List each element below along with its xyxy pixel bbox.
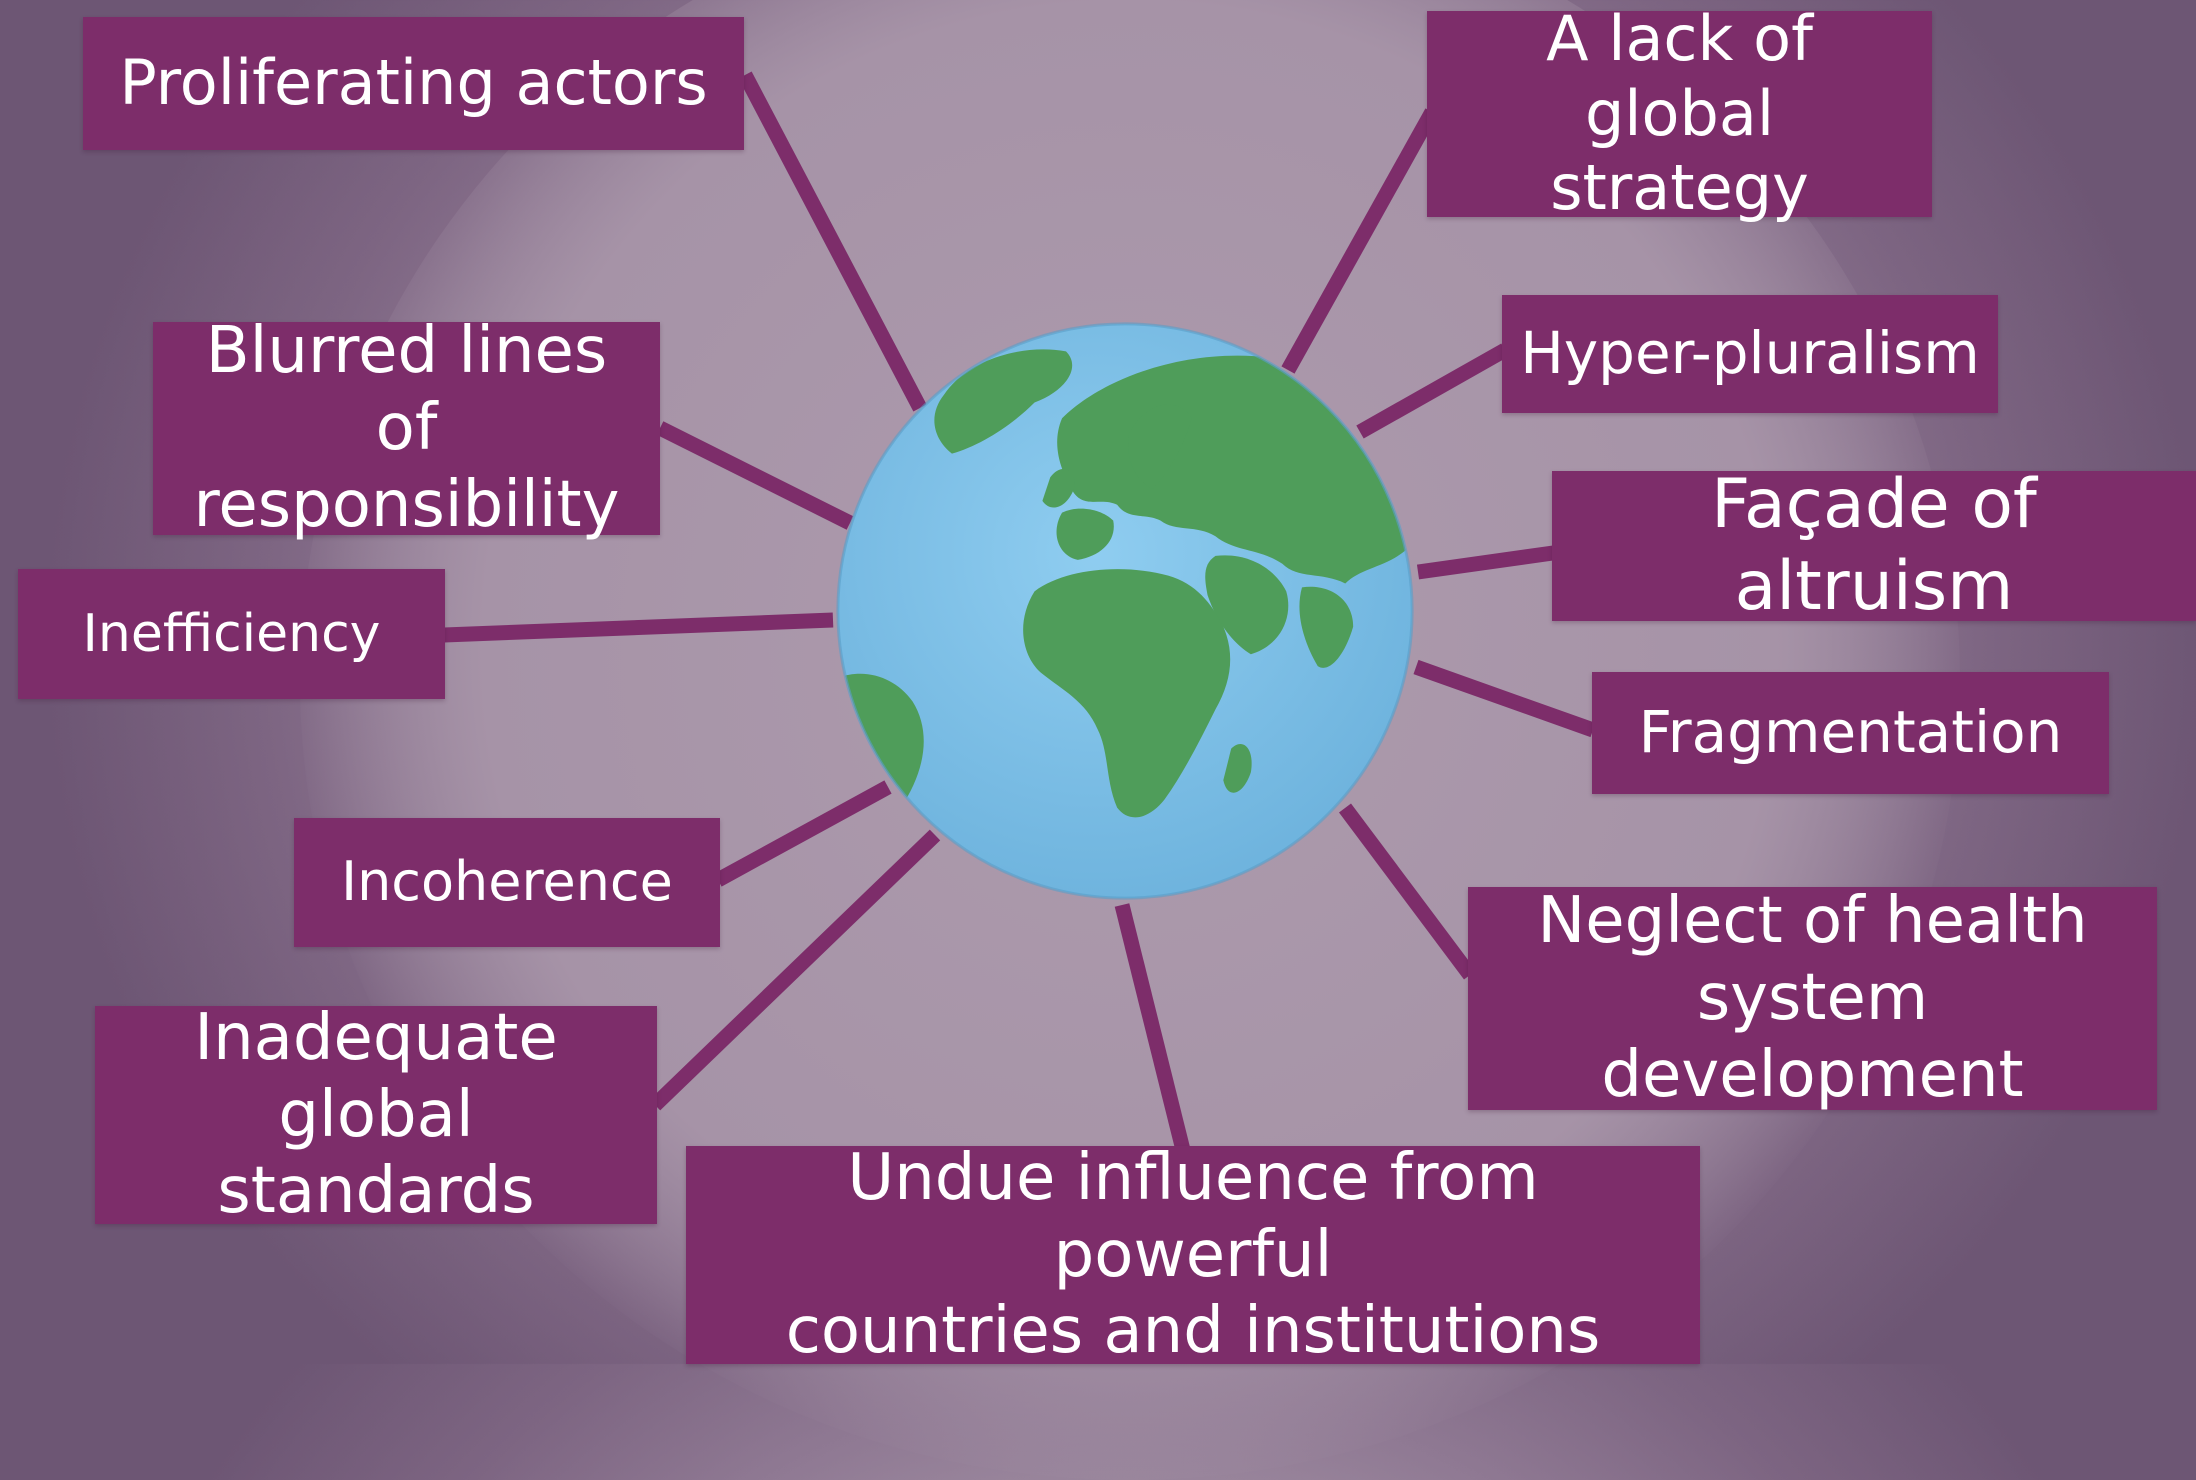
connector-incoherence [714, 780, 892, 887]
box-fragmentation: Fragmentation [1592, 672, 2109, 794]
connector-lines [443, 71, 1596, 1152]
connector-blurred-lines [656, 421, 854, 530]
label-proliferating-actors: Proliferating actors [119, 46, 708, 120]
label-inadequate-standards: Inadequate global standards [194, 1000, 558, 1229]
connector-neglect-health [1338, 803, 1477, 980]
box-inefficiency: Inefficiency [18, 569, 445, 699]
connector-inadequate-standards [649, 829, 941, 1111]
box-hyper-pluralism: Hyper-pluralism [1502, 295, 1998, 413]
label-hyper-pluralism: Hyper-pluralism [1520, 319, 1980, 388]
label-fragmentation: Fragmentation [1638, 698, 2063, 767]
globe-icon [836, 322, 1414, 900]
connector-fragmentation [1413, 659, 1596, 738]
label-incoherence: Incoherence [341, 850, 673, 914]
label-lack-global-strategy: A lack of global strategy [1546, 2, 1813, 225]
connector-facade-altruism [1416, 545, 1555, 580]
box-neglect-health: Neglect of health system development [1468, 884, 2157, 1112]
box-lack-global-strategy: A lack of global strategy [1427, 2, 1932, 224]
box-undue-influence: Undue influence from powerful countries … [686, 1141, 1700, 1368]
connector-inefficiency [443, 612, 834, 643]
label-neglect-health: Neglect of health system development [1537, 884, 2088, 1112]
box-inadequate-standards: Inadequate global standards [95, 1001, 657, 1228]
box-incoherence: Incoherence [294, 818, 720, 947]
box-facade-altruism: Façade of altruism [1552, 465, 2196, 626]
box-blurred-lines: Blurred lines of responsibility [153, 314, 660, 542]
label-facade-altruism: Façade of altruism [1711, 465, 2037, 626]
label-blurred-lines: Blurred lines of responsibility [193, 314, 620, 542]
label-inefficiency: Inefficiency [82, 603, 381, 664]
label-undue-influence: Undue influence from powerful countries … [785, 1140, 1601, 1369]
connector-hyper-pluralism [1356, 343, 1509, 439]
connector-lack-global-strategy [1281, 108, 1439, 374]
connector-undue-influence [1114, 903, 1191, 1152]
box-proliferating-actors: Proliferating actors [83, 17, 744, 150]
connector-proliferating-actors [738, 71, 927, 412]
